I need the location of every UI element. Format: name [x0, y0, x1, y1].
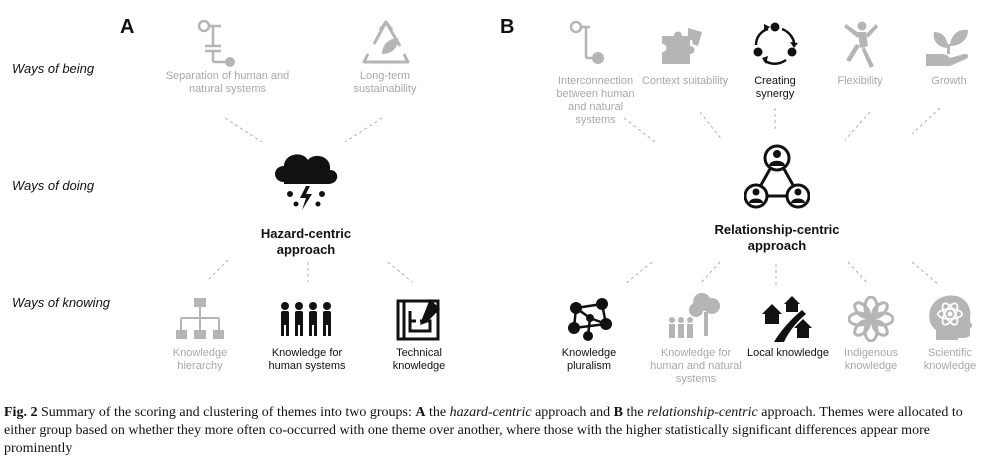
separation-icon — [197, 19, 235, 67]
connector-line — [911, 261, 939, 285]
theme-label-flexibility: Flexibility — [837, 75, 883, 87]
recycle-leaf-icon — [362, 20, 410, 64]
theme-label-pluralism: Knowledge pluralism — [561, 347, 617, 372]
connector-line — [207, 259, 229, 281]
connector-line — [224, 117, 263, 143]
network-nodes-icon — [568, 298, 612, 341]
storm-cloud-icon — [275, 154, 338, 210]
caption-text: the — [622, 405, 648, 420]
interconnection-icon — [569, 20, 604, 64]
connector-line — [624, 261, 653, 285]
people-tree-icon — [669, 293, 720, 338]
houses-road-icon — [762, 296, 812, 342]
caption-text: Summary of the scoring and clustering of… — [37, 405, 416, 420]
caption-text: approach. Themes were allocated to eithe… — [4, 405, 963, 456]
hierarchy-icon — [176, 298, 224, 339]
panel-letter-b: B — [500, 16, 515, 38]
blueprint-icon — [396, 299, 440, 341]
connector-line — [623, 117, 656, 143]
figure-caption: Fig. 2 Summary of the scoring and cluste… — [4, 404, 994, 458]
row-label-doing: Ways of doing — [12, 178, 95, 193]
network-people-icon — [744, 144, 810, 209]
caption-text: approach and — [531, 405, 614, 420]
connector-lines — [207, 107, 941, 286]
theme-label-growth: Growth — [931, 75, 967, 87]
caption-hazard: hazard-centric — [449, 405, 532, 420]
connector-line — [844, 111, 871, 141]
synergy-cycle-icon — [753, 22, 798, 65]
connector-line — [847, 261, 869, 285]
caption-letter-b: B — [613, 405, 623, 420]
puzzle-icon — [662, 28, 702, 64]
row-label-knowing: Ways of knowing — [12, 295, 111, 310]
theme-label-scientific: Scientific knowledge — [923, 347, 977, 372]
approach-label-hazard: Hazard-centric approach — [260, 226, 352, 257]
caption-text: the — [425, 405, 450, 420]
theme-label-technical: Technical knowledge — [392, 347, 446, 372]
approach-label-relationship: Relationship-centric approach — [714, 222, 840, 253]
connector-line — [911, 107, 941, 135]
atom-head-icon — [929, 295, 972, 340]
panel-letter-a: A — [120, 16, 135, 38]
connector-line — [699, 261, 721, 285]
theme-label-separation: Separation of human and natural systems — [165, 70, 290, 95]
connector-line — [387, 261, 413, 283]
theme-label-synergy: Creating synergy — [754, 75, 796, 100]
row-label-being: Ways of being — [12, 61, 95, 76]
sprout-hand-icon — [926, 29, 969, 66]
stretch-figure-icon — [844, 21, 878, 68]
caption-fig: Fig. 2 — [4, 405, 38, 420]
theme-label-sustainability: Long-term sustainability — [353, 70, 417, 95]
flower-mandala-icon — [848, 296, 894, 342]
theme-label-human-systems: Knowledge for human systems — [268, 347, 346, 372]
caption-letter-a: A — [415, 405, 426, 420]
connector-line — [699, 111, 723, 141]
theme-label-human-natural: Knowledge for human and natural systems — [650, 347, 742, 385]
theme-label-hierarchy: Knowledge hierarchy — [172, 347, 228, 372]
theme-label-interconnection: Interconnection between human and natura… — [556, 75, 635, 126]
caption-relationship: relationship-centric — [647, 405, 758, 420]
theme-label-local: Local knowledge — [747, 347, 829, 359]
people-group-icon — [281, 302, 331, 336]
connector-line — [344, 117, 383, 143]
theme-label-context: Context suitability — [641, 75, 729, 87]
theme-label-indigenous: Indigenous knowledge — [844, 347, 898, 372]
